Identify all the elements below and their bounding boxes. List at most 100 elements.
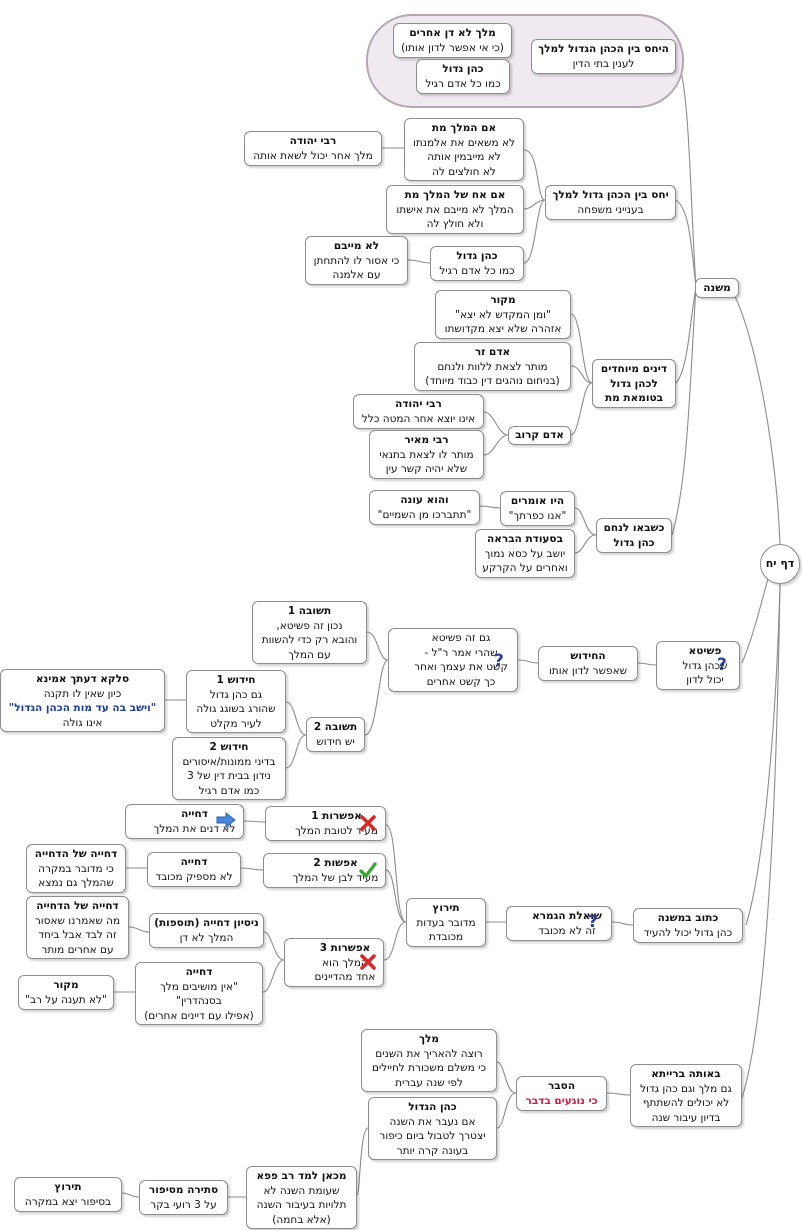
node-title: ניסיון דחייה (תוספות) bbox=[154, 917, 259, 929]
question-mark-icon: ? bbox=[717, 655, 727, 675]
node-line: יצטרך לטבול ביום כיפור bbox=[379, 1130, 486, 1142]
node-title: סלקא דעתך אמינא bbox=[35, 673, 130, 685]
node-title: דחייה של הדחייה bbox=[36, 900, 119, 912]
node-line: כהן גדול bbox=[613, 536, 655, 549]
red-x-icon bbox=[359, 953, 377, 975]
node-line: לעיר מקלט bbox=[210, 717, 262, 730]
node-line: לכהן גדול bbox=[610, 377, 658, 390]
node-mishna-b[interactable]: יחס בין הכהן גדול למלך בענייני משפחה bbox=[545, 185, 676, 220]
node-line-emphasis: "וישב בה עד מות הכהן הגדול" bbox=[8, 702, 157, 714]
node-dchiya-3[interactable]: דחייה "אין מושיבים מלך בסנהדרין" (אפילו … bbox=[135, 962, 263, 1025]
node-adam-karov[interactable]: אדם קרוב bbox=[508, 426, 571, 445]
node-line: דינים מיוחדים bbox=[600, 363, 668, 375]
node-line: נידון בבית דין של 3 bbox=[187, 770, 271, 782]
node-mishna-d[interactable]: כשבאו לנחם כהן גדול bbox=[596, 518, 672, 553]
node-mishna-c[interactable]: דינים מיוחדים לכהן גדול בטומאת מת bbox=[592, 359, 676, 408]
node-line: עם אחרים מותר bbox=[41, 943, 114, 956]
node-bseudat-havraa[interactable]: בסעודת הבראה יושב על כסא נמוך ואחרים על … bbox=[475, 529, 575, 578]
node-line: "תתברכו מן השמיים" bbox=[377, 508, 472, 521]
node-hachidush[interactable]: החידוש שאפשר לדון אותו bbox=[538, 646, 638, 681]
node-kohen-gadol-regular-1[interactable]: כהן גדול כמו כל אדם רגיל bbox=[416, 59, 510, 94]
node-line: המלך לא מייבם את אישתו bbox=[396, 203, 514, 216]
node-katuv-bamishna[interactable]: כתוב במשנה כהן גדול יכול להעיד bbox=[633, 908, 743, 943]
node-terutz-1[interactable]: תירוץ מדובר בעדות מכובדת bbox=[406, 898, 486, 947]
node-title: דחייה של הדחייה bbox=[34, 848, 118, 860]
node-dchiya-2[interactable]: דחייה לא מספיק מכובד bbox=[147, 852, 241, 887]
node-line: כי אסור לו להתחתן bbox=[313, 254, 400, 267]
node-efshut-2[interactable]: אפשות 2 מעיד לבן של המלך bbox=[263, 853, 386, 888]
node-line: "אנו כפרתך" bbox=[508, 509, 567, 522]
node-pshita[interactable]: פשיטא שכהן גדול יכול לדון bbox=[656, 641, 740, 690]
node-hayu-omrim[interactable]: היו אומרים "אנו כפרתך" bbox=[500, 491, 575, 526]
node-line: (אפילו עם דיינים אחרים) bbox=[144, 1009, 254, 1022]
node-hesber[interactable]: הסבר כי נוגעים בדבר bbox=[516, 1076, 607, 1111]
node-melech-reason[interactable]: מלך רוצה להאריך את השנים כי משלם משכורת … bbox=[361, 1029, 497, 1092]
node-tshuva-1[interactable]: תשובה 1 נכון זה פשיטא, והובא רק כדי להשו… bbox=[252, 601, 367, 664]
node-line: אחד מהדיינים bbox=[314, 971, 376, 983]
node-chidush-2[interactable]: חידוש 2 בדיני ממונות/איסורים נידון בבית … bbox=[172, 737, 286, 800]
node-mishna[interactable]: משנה bbox=[695, 278, 739, 298]
node-title: כהן גדול bbox=[456, 250, 498, 262]
node-line: יכול לדון bbox=[686, 674, 724, 686]
green-check-icon bbox=[359, 861, 377, 883]
node-shoelet-hagemara[interactable]: שואלת הגמרא זה לא מכובד bbox=[506, 906, 612, 941]
node-im-ach-shel-hamelech[interactable]: אם אח של המלך מת המלך לא מייבם את אישתו … bbox=[386, 185, 524, 234]
node-title: פשיטא bbox=[688, 645, 722, 657]
node-line: שעומת השנה לא bbox=[263, 1184, 340, 1197]
node-line: המלך הוא bbox=[322, 956, 368, 969]
node-title: דחייה bbox=[181, 808, 208, 820]
node-nisyon-dchiya[interactable]: ניסיון דחייה (תוספות) המלך לא דן bbox=[149, 913, 264, 948]
node-adam-zar[interactable]: אדם זר מותר לצאת ללוות ולנחם (בניחום נוה… bbox=[414, 342, 571, 391]
red-x-icon bbox=[359, 814, 377, 836]
node-title: הסבר bbox=[547, 1080, 576, 1092]
node-rabbi-yehuda-1[interactable]: רבי יהודה מלך אחר יכול לשאת אותה bbox=[244, 131, 382, 166]
node-rabbi-yehuda-2[interactable]: רבי יהודה אינו יוצא אחר המטה כלל bbox=[353, 394, 484, 429]
node-title: אדם קרוב bbox=[515, 429, 564, 441]
node-line: על 3 רועי בקר bbox=[150, 1198, 217, 1211]
node-vehu-one[interactable]: והוא עונה "תתברכו מן השמיים" bbox=[369, 490, 480, 525]
node-line: לא דנים את המלך bbox=[153, 822, 236, 835]
node-gam-ze-pshita[interactable]: גם זה פשיטא שהרי אמר ר"ל - קשט את עצמך ו… bbox=[388, 628, 518, 692]
node-dchiya-shel-hadchiya-1[interactable]: דחייה של הדחייה כי מדובר במקרה שהמלך גם … bbox=[26, 844, 126, 893]
node-line: לפי שנה עברית bbox=[395, 1076, 463, 1089]
node-terutz-2[interactable]: תירוץ בסיפור יצא במקרה bbox=[14, 1177, 122, 1212]
node-line: אזהרה שלא יצא מקדושתו bbox=[444, 323, 562, 335]
node-title: מלך bbox=[418, 1033, 439, 1045]
node-line: כמו אדם רגיל bbox=[198, 784, 260, 797]
node-title: תירוץ bbox=[432, 902, 460, 914]
node-mechan-lamad-rav-papa[interactable]: מכאן למד רב פפא שעומת השנה לא תלויות בעי… bbox=[246, 1166, 357, 1229]
node-lo-meyabem[interactable]: לא מייבם כי אסור לו להתחתן עם אלמנה bbox=[305, 236, 408, 285]
node-line: זה לא מכובד bbox=[538, 924, 596, 937]
root-node[interactable]: דף יח bbox=[760, 544, 800, 584]
node-baraita[interactable]: באותה ברייתא גם מלך וגם כהן גדול לא יכול… bbox=[630, 1064, 742, 1127]
node-line: מעיד לטובת המלך bbox=[295, 824, 378, 837]
node-dchiya-shel-hadchiya-2[interactable]: דחייה של הדחייה מה שאמרנו שאסור זה לבד א… bbox=[26, 896, 129, 959]
node-title: חידוש 1 bbox=[216, 674, 256, 686]
node-stira-misipur[interactable]: סתירה מסיפור על 3 רועי בקר bbox=[139, 1180, 228, 1215]
node-chidush-1[interactable]: חידוש 1 גם כהן גדול שהורג בשוגג גולה לעי… bbox=[186, 670, 286, 733]
node-title: שואלת הגמרא bbox=[532, 910, 602, 922]
node-im-hamelech-met[interactable]: אם המלך מת לא משאים את אלמנתו לא מייבמין… bbox=[404, 118, 524, 181]
node-title: תשובה 2 bbox=[313, 721, 358, 733]
node-line: תלויות בעיבור השנה bbox=[256, 1199, 347, 1211]
node-line: לא יכולים להשתתף bbox=[642, 1097, 730, 1109]
node-kohen-hagadol-reason[interactable]: כהן הגדול אם נעבר את השנה יצטרך לטבול בי… bbox=[368, 1097, 497, 1160]
node-line: שהורג בשוגג גולה bbox=[196, 703, 276, 715]
node-makor-1[interactable]: מקור "ומן המקדש לא יצא" אזהרה שלא יצא מק… bbox=[435, 290, 571, 339]
node-salka-daatach[interactable]: סלקא דעתך אמינא כיון שאין לו תקנה "וישב … bbox=[0, 669, 165, 732]
node-line: אינו יוצא אחר המטה כלל bbox=[361, 412, 476, 425]
node-makor-2[interactable]: מקור "לא תענה על רב" bbox=[18, 975, 114, 1010]
node-line: כך קשט אחרים bbox=[426, 675, 496, 688]
node-title: משנה bbox=[703, 282, 731, 294]
node-line: לא משאים את אלמנתו bbox=[413, 136, 515, 149]
node-line: עם המלך bbox=[288, 648, 331, 661]
node-title: דחייה bbox=[185, 966, 213, 978]
node-line: גם כהן גדול bbox=[209, 688, 263, 701]
node-rabbi-meir[interactable]: רבי מאיר מותר לו לצאת בתנאי שלא יהיה קשר… bbox=[369, 430, 484, 479]
node-title: בסעודת הבראה bbox=[487, 533, 563, 545]
node-line: בסנהדרין" bbox=[176, 995, 222, 1007]
node-tshuva-2[interactable]: תשובה 2 יש חידוש bbox=[306, 717, 365, 752]
node-mishna-a[interactable]: היחס בין הכהן הגדול למלך לענין בתי הדין bbox=[531, 39, 676, 74]
node-kohen-gadol-regular-2[interactable]: כהן גדול כמו כל אדם רגיל bbox=[430, 246, 524, 281]
node-melech-lo-dan[interactable]: מלך לא דן אחרים (כי אי אפשר לדון אותו) bbox=[393, 23, 512, 58]
